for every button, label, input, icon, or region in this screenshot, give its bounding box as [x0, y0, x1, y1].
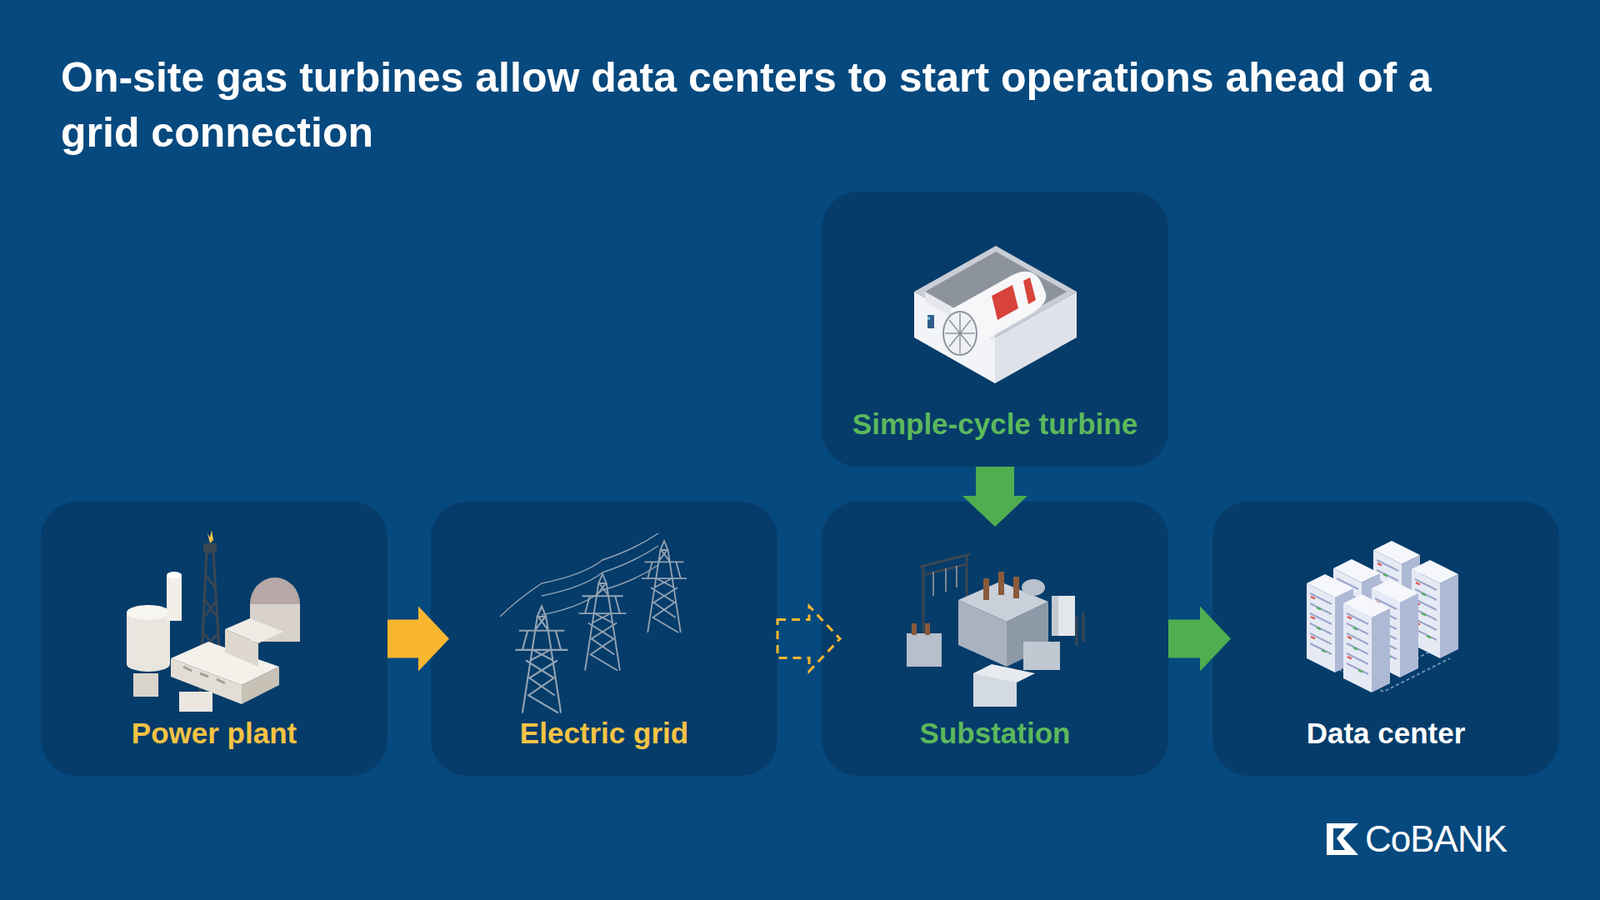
power-plant-icon	[126, 530, 300, 712]
node-label: Substation	[920, 715, 1071, 751]
pylon-icons	[500, 533, 687, 714]
turbine-icon	[914, 245, 1077, 384]
block-arrow	[387, 606, 450, 672]
block-arrow	[777, 606, 840, 672]
node-label: Electric grid	[520, 715, 689, 751]
node-label: Data center	[1306, 715, 1466, 751]
title: On-site gas turbines allow data centers …	[60, 50, 1478, 160]
logo-text: CoBANK	[1365, 818, 1507, 860]
block-arrow	[962, 466, 1028, 527]
substation-icon	[906, 554, 1084, 707]
node-label: Power plant	[131, 715, 297, 751]
node-label: Simple-cycle turbine	[852, 406, 1138, 442]
server-racks-icon	[1306, 540, 1459, 693]
process-box: Electric grid	[430, 501, 778, 776]
logo-mark	[1326, 823, 1359, 855]
block-arrow	[1168, 606, 1231, 672]
